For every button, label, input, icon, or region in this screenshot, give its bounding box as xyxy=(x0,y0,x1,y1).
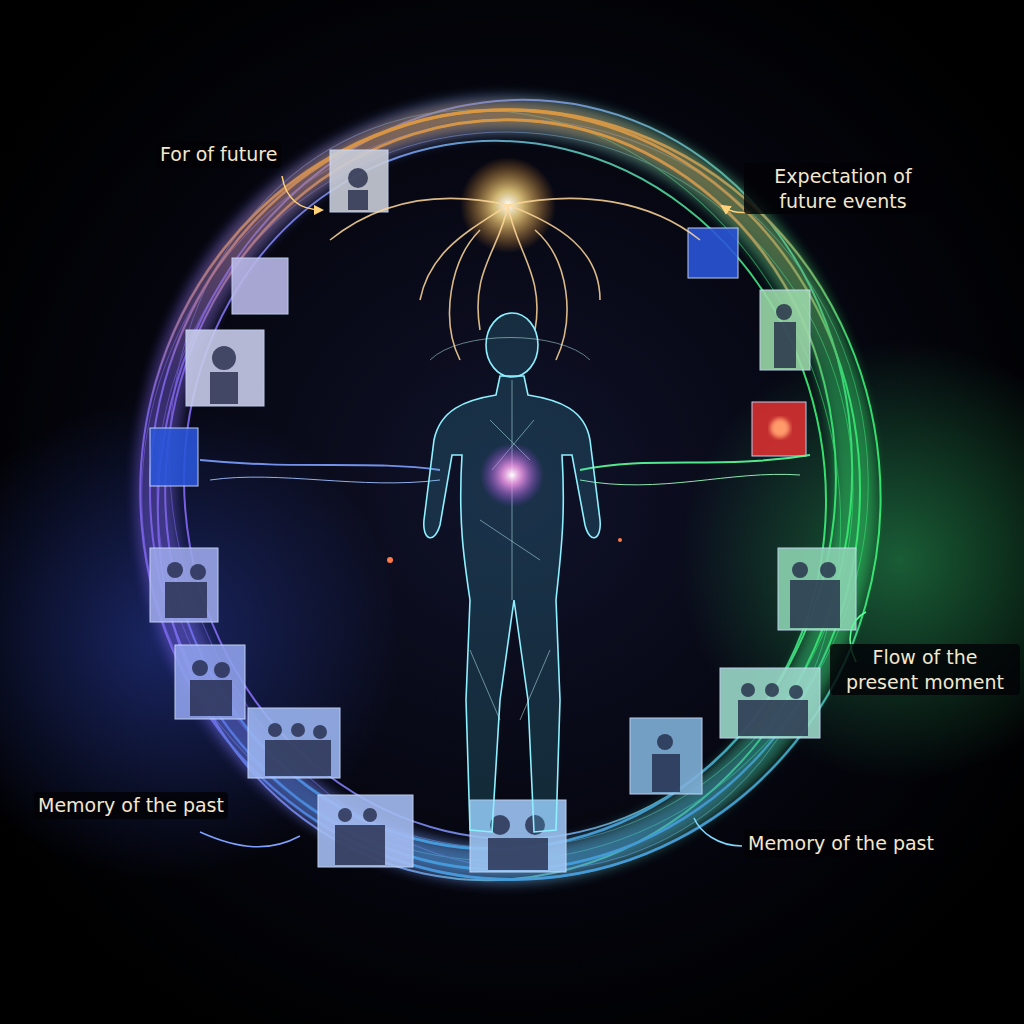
annotation-label: Flow of the present moment xyxy=(830,644,1020,695)
annotation-label: For of future xyxy=(156,141,281,168)
annotation-label: Memory of the past xyxy=(744,830,938,857)
annotation-label: Memory of the past xyxy=(34,792,228,819)
annotation-label: Expectation of future events xyxy=(744,163,942,214)
